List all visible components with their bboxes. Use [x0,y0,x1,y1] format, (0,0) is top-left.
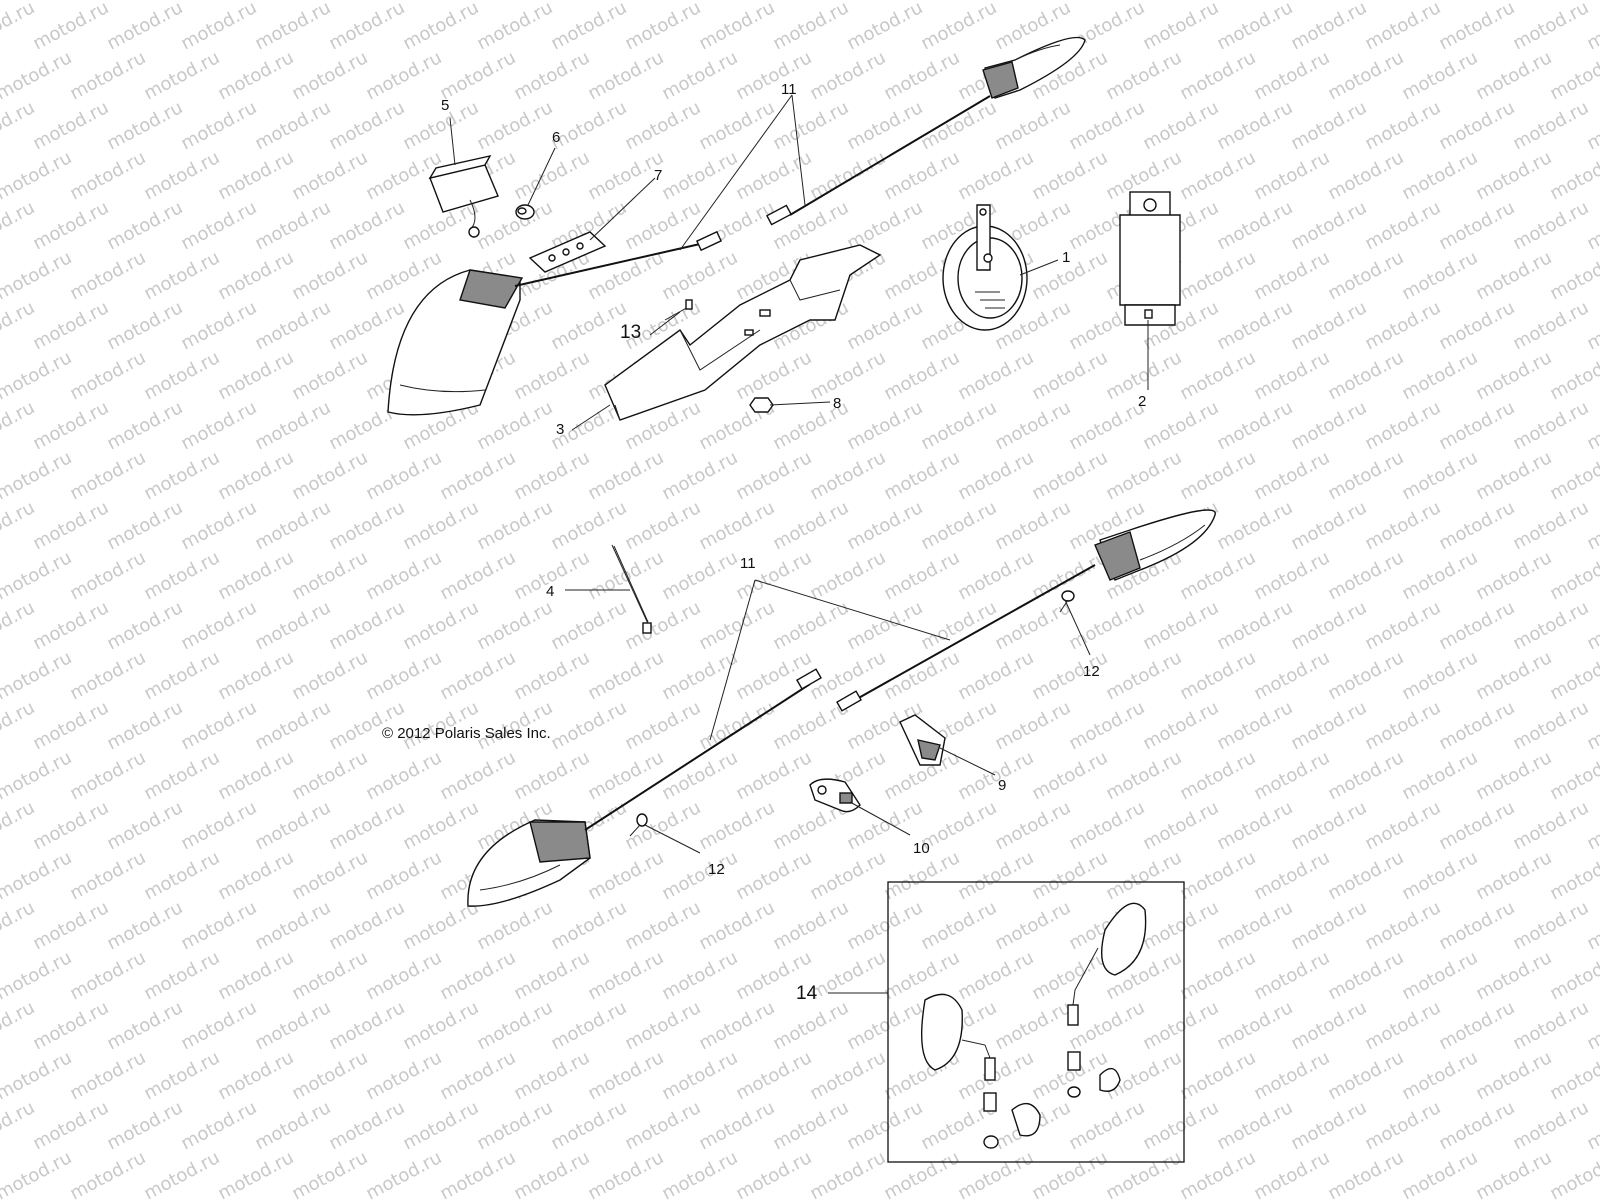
copyright-notice: © 2012 Polaris Sales Inc. [382,725,551,742]
screw-part-left [629,813,648,837]
callout-3: 3 [556,421,564,438]
mount-part [899,714,946,766]
screw-part-right [1059,590,1075,613]
callout-12-right: 12 [1083,663,1100,680]
mount-bracket-part [809,778,861,813]
grommet-part [515,204,535,220]
callout-10: 10 [913,840,930,857]
callout-9: 9 [998,777,1006,794]
callout-11-lower: 11 [740,555,756,572]
callout-14: 14 [796,983,818,1004]
callout-labels: 1 2 3 4 5 6 7 8 9 10 11 11 12 12 13 14 [441,81,1146,1004]
callout-1: 1 [1062,249,1070,266]
callout-11-upper: 11 [781,81,797,98]
callout-13: 13 [620,322,641,343]
callout-6: 6 [552,129,560,146]
leader-lines [449,94,1149,994]
horn-part [942,204,1028,331]
callout-12-left: 12 [708,861,725,878]
turn-signal-upper-right [765,36,1086,226]
callout-8: 8 [833,395,841,412]
bracket-part [604,244,882,421]
cable-tie-part [611,544,652,634]
relay-part [1119,191,1181,326]
nut-part [749,397,774,413]
plate-part [528,231,607,273]
turn-signal-upper-left [387,230,723,416]
callout-4: 4 [546,583,554,600]
callout-7: 7 [654,167,662,184]
mirror-kit-box [887,881,1185,1163]
callout-2: 2 [1138,393,1146,410]
flasher-relay-part [428,154,499,238]
turn-signal-lower-right [836,509,1216,712]
bolt-part [664,299,693,321]
callout-5: 5 [441,97,449,114]
turn-signal-lower-left [467,668,822,907]
